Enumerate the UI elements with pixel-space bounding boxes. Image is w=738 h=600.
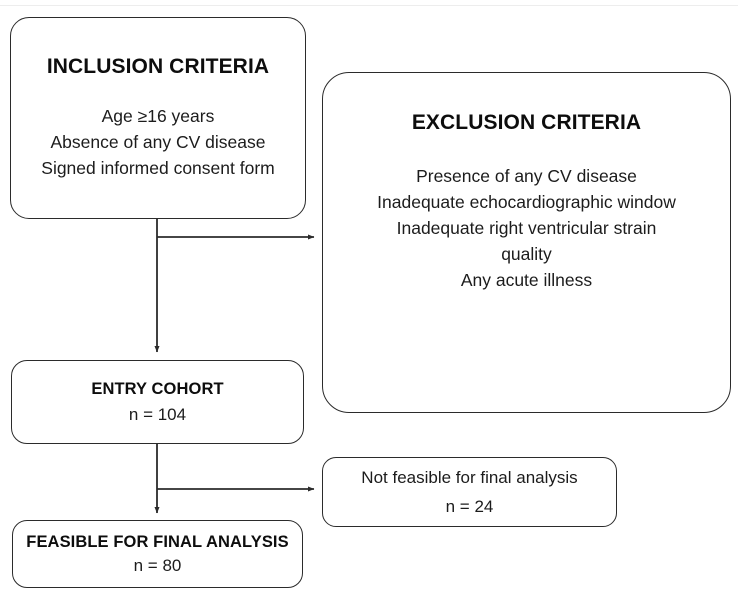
- not-feasible-title: Not feasible for final analysis: [361, 468, 578, 487]
- entry-cohort-title: ENTRY COHORT: [91, 379, 224, 398]
- not-feasible-count: n = 24: [445, 497, 494, 516]
- node-exclusion-criteria: EXCLUSION CRITERIA Presence of any CV di…: [322, 72, 731, 413]
- node-entry-cohort: ENTRY COHORT n = 104: [11, 360, 304, 444]
- exclusion-title: EXCLUSION CRITERIA: [411, 111, 642, 134]
- entry-cohort-count: n = 104: [128, 404, 187, 424]
- exclusion-line-3: Inadequate right ventricular strain: [396, 218, 657, 238]
- node-inclusion-criteria: INCLUSION CRITERIA Age ≥16 years Absence…: [10, 17, 306, 219]
- node-feasible: FEASIBLE FOR FINAL ANALYSIS n = 80: [12, 520, 303, 588]
- inclusion-title: INCLUSION CRITERIA: [46, 55, 270, 78]
- inclusion-body: Age ≥16 years Absence of any CV disease …: [41, 103, 274, 181]
- exclusion-line-5: Any acute illness: [460, 270, 593, 290]
- exclusion-line-4: quality: [501, 244, 552, 264]
- feasible-title: FEASIBLE FOR FINAL ANALYSIS: [26, 532, 289, 551]
- exclusion-line-2: Inadequate echocardiographic window: [377, 192, 676, 212]
- exclusion-line-1: Presence of any CV disease: [416, 166, 637, 186]
- inclusion-line-1: Age ≥16 years: [101, 106, 215, 126]
- exclusion-body: Presence of any CV disease Inadequate ec…: [377, 163, 676, 293]
- top-divider-rule: [0, 5, 738, 6]
- feasible-count: n = 80: [133, 555, 182, 575]
- node-not-feasible: Not feasible for final analysis n = 24: [322, 457, 617, 527]
- inclusion-line-3: Signed informed consent form: [41, 158, 275, 178]
- inclusion-line-2: Absence of any CV disease: [50, 132, 266, 152]
